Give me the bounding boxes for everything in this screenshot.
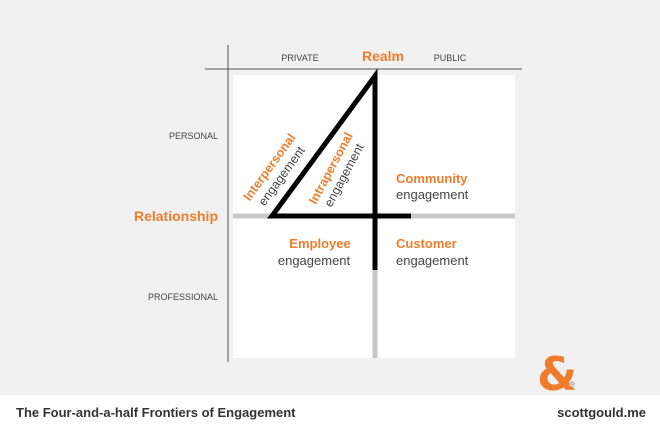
diagram-stage: Realm PRIVATE PUBLIC Relationship PERSON…	[134, 45, 577, 395]
footer-site-link[interactable]: scottgould.me	[557, 405, 646, 420]
frontiers-diagram: Realm PRIVATE PUBLIC Relationship PERSON…	[134, 45, 577, 395]
customer-engagement-label: engagement	[396, 253, 469, 268]
four-shape	[267, 68, 411, 270]
employee-label: Employee	[289, 236, 350, 251]
personal-label: PERSONAL	[169, 131, 218, 141]
professional-label: PROFESSIONAL	[148, 292, 218, 302]
employee-engagement-label: engagement	[278, 253, 351, 268]
footer-title: The Four-and-a-half Frontiers of Engagem…	[16, 405, 296, 420]
svg-text:&: &	[537, 347, 577, 395]
relationship-label: Relationship	[134, 208, 218, 224]
customer-label: Customer	[396, 236, 457, 251]
ampersand-logo-icon: &	[537, 347, 577, 395]
private-label: PRIVATE	[281, 53, 318, 63]
community-engagement-label: engagement	[396, 187, 469, 202]
footer-bar: The Four-and-a-half Frontiers of Engagem…	[0, 395, 660, 435]
community-label: Community	[396, 171, 468, 186]
realm-label: Realm	[362, 48, 404, 64]
public-label: PUBLIC	[434, 53, 467, 63]
